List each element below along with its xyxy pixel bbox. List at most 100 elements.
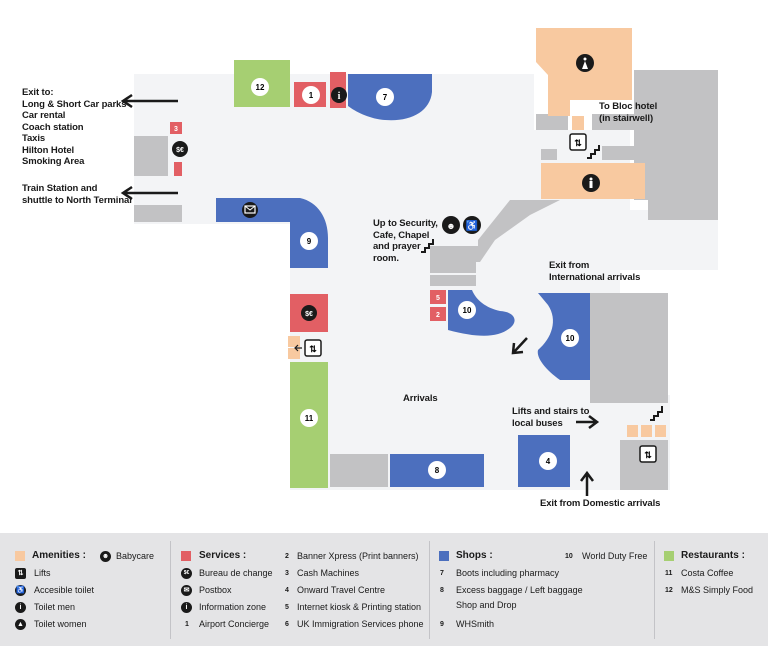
info-icon: i: [331, 87, 347, 103]
svg-text:11: 11: [305, 414, 314, 423]
service-label-5: Internet kiosk & Printing station: [297, 602, 422, 612]
restaurant-num-12: 12: [665, 587, 673, 594]
bureau-de-change-icon-2: $€: [301, 305, 317, 321]
svg-text:☻: ☻: [446, 221, 455, 231]
restaurant-label-12: M&S Simply Food: [681, 585, 754, 595]
svg-text:9: 9: [307, 237, 312, 246]
arrow-up-domestic: [580, 470, 594, 496]
accessible-toilet-icon: ♿: [463, 216, 481, 234]
lifts-label: Lifts: [34, 568, 51, 578]
shops-swatch: [439, 551, 449, 561]
marker-4: 4: [539, 452, 557, 470]
service-num-6: 6: [285, 621, 289, 628]
marker-12: 12: [251, 78, 269, 96]
svg-text:$€: $€: [305, 311, 313, 318]
services-swatch: [181, 551, 191, 561]
amenities-swatch: [15, 551, 25, 561]
svg-text:10: 10: [463, 306, 472, 315]
postbox-label: Postbox: [199, 585, 232, 595]
label-domestic-arrivals: Exit from Domestic arrivals: [540, 498, 661, 509]
svg-text:12: 12: [256, 83, 265, 92]
postbox-legend-icon: ✉: [181, 585, 192, 596]
shop-label-8: Excess baggage / Left baggage: [456, 585, 583, 595]
babycare-legend-icon: ☻: [100, 551, 111, 562]
shop-num-10: 10: [565, 553, 573, 560]
toilet-men-legend-icon: i: [15, 602, 26, 613]
legend: Amenities : ☻ Babycare ⇅ Lifts ♿ Accesib…: [0, 533, 768, 646]
markers: 12 1 7 9 10 10 11 8 4 3 5 2: [174, 78, 579, 479]
babycare-label: Babycare: [116, 551, 155, 561]
grey-blocks: [134, 70, 718, 490]
lift-icon: ⇅: [569, 133, 587, 151]
shop-num-7: 7: [440, 570, 444, 577]
service-num-5: 5: [285, 604, 289, 611]
marker-2: 2: [436, 312, 440, 319]
restaurant-num-11: 11: [665, 570, 673, 577]
service-label-6: UK Immigration Services phone: [297, 619, 424, 629]
toilet-women-icon: [576, 54, 594, 72]
legend-divider: [429, 541, 430, 639]
service-label-4: Onward Travel Centre: [297, 585, 386, 595]
svg-text:⇅: ⇅: [574, 138, 582, 148]
svg-text:3: 3: [174, 126, 178, 133]
marker-10-a: 10: [458, 301, 476, 319]
shop-label-7: Boots including pharmacy: [456, 568, 560, 578]
svg-text:7: 7: [383, 93, 388, 102]
amenities-title: Amenities :: [32, 550, 86, 561]
service-label-2: Banner Xpress (Print banners): [297, 551, 419, 561]
stairs-icon: [587, 145, 600, 159]
arrow-exit-left: [120, 93, 178, 109]
toilet-women-legend-icon: ▲: [15, 619, 26, 630]
marker-7: 7: [376, 88, 394, 106]
marker-11: 11: [300, 409, 318, 427]
postbox-icon: [242, 202, 258, 218]
svg-text:5: 5: [436, 295, 440, 302]
marker-3: 3: [174, 126, 178, 133]
svg-text:8: 8: [435, 466, 440, 475]
legend-shops: Shops : 7 Boots including pharmacy 8 Exc…: [430, 533, 654, 646]
legend-restaurants: Restaurants : 11 Costa Coffee 12 M&S Sim…: [655, 533, 768, 646]
bureau-label: Bureau de change: [199, 568, 273, 578]
legend-services: Services : $€ Bureau de change ✉ Postbox…: [171, 533, 429, 646]
arrow-right-lifts: [576, 415, 600, 429]
bureau-legend-icon: $€: [181, 568, 192, 579]
toilet-men-icon: [582, 174, 600, 192]
restaurant-label-11: Costa Coffee: [681, 568, 734, 578]
service-num-4: 4: [285, 587, 289, 594]
shops-title: Shops :: [456, 550, 493, 561]
service-num-3: 3: [285, 570, 289, 577]
marker-5: 5: [436, 295, 440, 302]
legend-divider: [654, 541, 655, 639]
babycare-icon: ☻: [442, 216, 460, 234]
svg-text:1: 1: [309, 91, 314, 100]
info-legend-icon: i: [181, 602, 192, 613]
restaurants-title: Restaurants :: [681, 550, 745, 561]
terminal-map: 12 1 7 9 10 10 11 8 4 3 5 2 i ⇅ $€ $€ ⇅ …: [120, 28, 718, 496]
marker-10-b: 10: [561, 329, 579, 347]
lift-legend-icon: ⇅: [15, 568, 26, 579]
arrow-diagonal: [511, 337, 528, 355]
concierge-label: Airport Concierge: [199, 619, 270, 629]
legend-divider: [170, 541, 171, 639]
lift-icon-3: ⇅: [639, 445, 657, 463]
marker-1: 1: [302, 86, 320, 104]
marker-8: 8: [428, 461, 446, 479]
label-bloc-hotel: To Bloc hotel(in stairwell): [599, 101, 658, 124]
shop-label-9: WHSmith: [456, 619, 494, 629]
arrow-train-left: [120, 185, 178, 201]
info-zone-label: Information zone: [199, 602, 267, 612]
toilet-women-label: Toilet women: [34, 619, 87, 629]
service-label-3: Cash Machines: [297, 568, 360, 578]
shop-label-8b: Shop and Drop: [456, 600, 517, 610]
svg-text:⇅: ⇅: [644, 450, 652, 460]
stairs-icon-2: [421, 239, 434, 253]
shop-num-9: 9: [440, 621, 444, 628]
lift-icon-2: ⇅: [294, 339, 322, 357]
svg-text:2: 2: [436, 312, 440, 319]
service-num-2: 2: [285, 553, 289, 560]
label-arrivals: Arrivals: [403, 393, 438, 404]
